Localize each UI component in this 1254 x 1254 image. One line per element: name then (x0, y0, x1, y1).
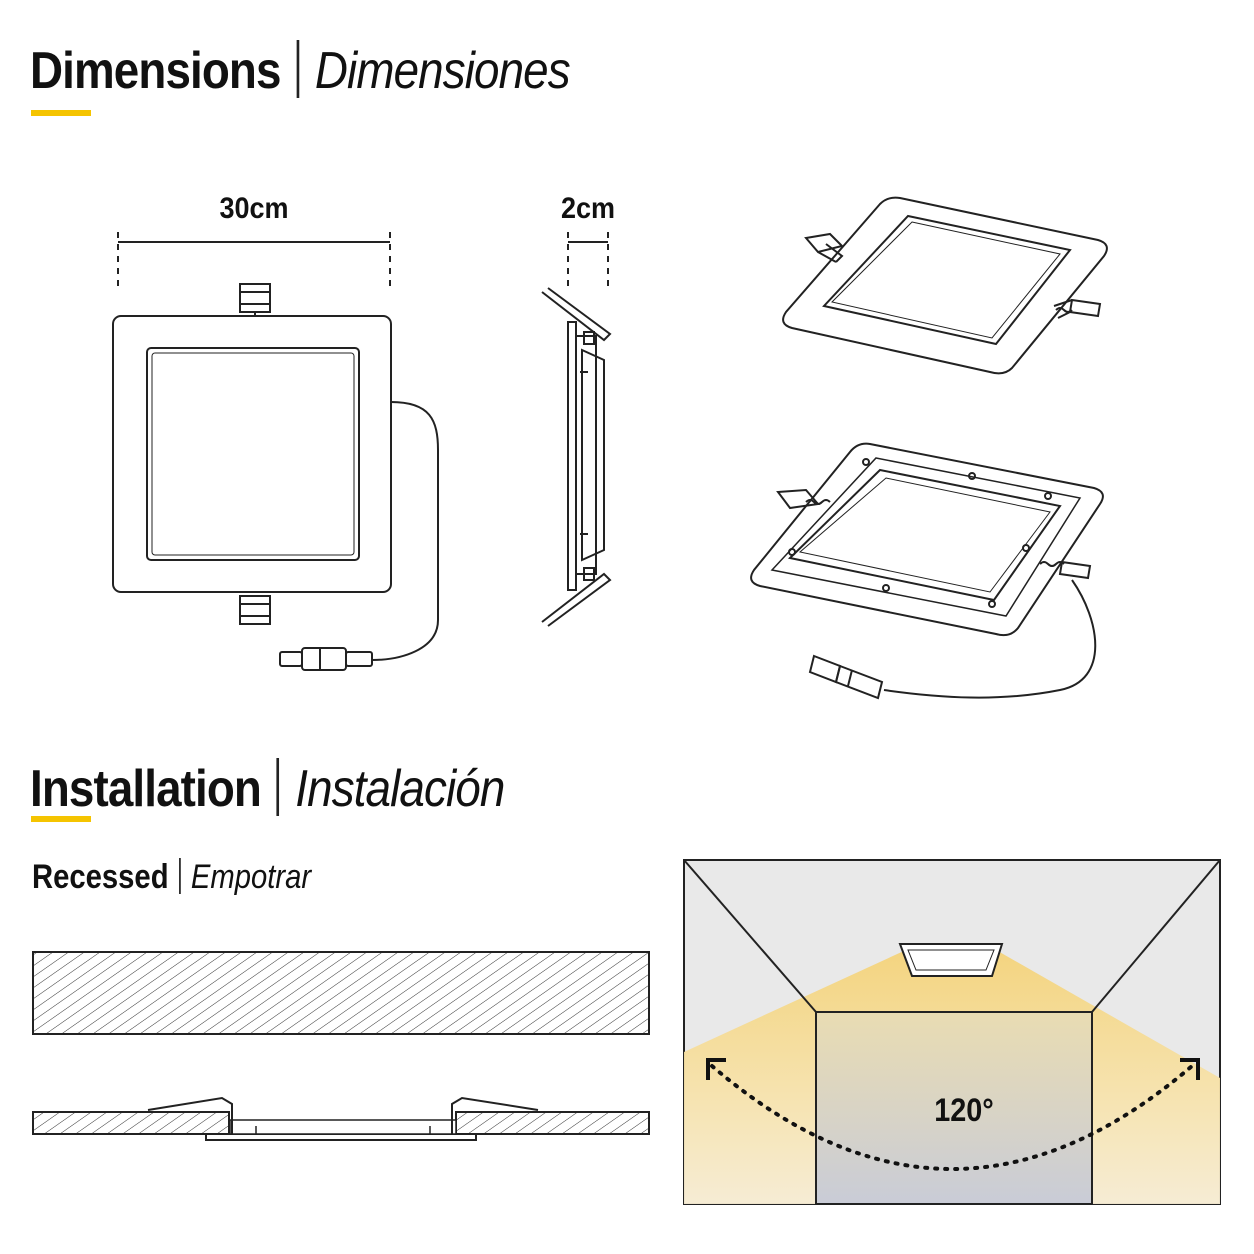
heading-separator (276, 758, 280, 816)
angle-arrow-left (706, 1058, 726, 1080)
dimensions-subtitle: Dimensiones (314, 42, 571, 100)
installed-panel-face (205, 1133, 477, 1141)
back-wall (815, 1011, 1093, 1205)
installation-heading: Installation Instalación (30, 758, 505, 819)
installed-spring-left (147, 1096, 233, 1134)
beam-angle-label: 120° (934, 1092, 994, 1128)
iso-back-outer (750, 442, 1104, 637)
angle-arc (710, 1064, 1194, 1171)
installation-subtitle: Instalación (295, 760, 505, 818)
recessed-title: Recessed (32, 858, 169, 896)
iso-front-clip-right (1068, 298, 1102, 318)
iso-back-housing (787, 468, 1062, 602)
iso-front-clip-left (804, 232, 844, 254)
installation-title: Installation (30, 760, 262, 818)
room-illustration (683, 859, 1221, 1205)
depth-label: 2cm (560, 192, 616, 225)
isometric-back-drawing (750, 442, 1104, 700)
iso-back-clip-right (1058, 560, 1092, 580)
heading-separator (296, 40, 300, 98)
side-face-plate (567, 321, 577, 591)
dimensions-heading: Dimensions Dimensiones (30, 40, 571, 101)
iso-front-inner (822, 214, 1072, 346)
ceiling-section-before (32, 951, 650, 1035)
iso-back-connector (834, 664, 884, 700)
front-view-drawing (112, 232, 439, 671)
ceiling-right-slab (455, 1111, 650, 1135)
angle-arrow-right (1180, 1058, 1200, 1080)
dimensions-underline (31, 110, 91, 116)
recessed-heading: Recessed Empotrar (32, 858, 311, 897)
heading-separator (178, 858, 181, 894)
recessed-subtitle: Empotrar (190, 858, 312, 896)
panel-outer-frame (112, 315, 392, 593)
side-spring-top (541, 287, 612, 342)
isometric-front-drawing (782, 196, 1108, 375)
ceiling-section-installed (32, 1096, 650, 1141)
width-label: 30cm (219, 192, 289, 225)
iso-back-cable (883, 579, 1097, 699)
top-clip (239, 283, 271, 313)
ceiling-left-slab (32, 1111, 230, 1135)
power-cable (371, 401, 439, 661)
iso-front-outer (782, 196, 1108, 375)
side-view-drawing (541, 232, 612, 627)
ceiling-panel (898, 943, 1004, 977)
side-spring-bottom (541, 572, 612, 627)
bottom-clip (239, 595, 271, 625)
dimensions-title: Dimensions (30, 42, 281, 100)
installation-underline (31, 816, 91, 822)
power-connector (301, 647, 347, 671)
installed-spring-right (451, 1096, 539, 1134)
panel-inner-frame (146, 347, 360, 561)
